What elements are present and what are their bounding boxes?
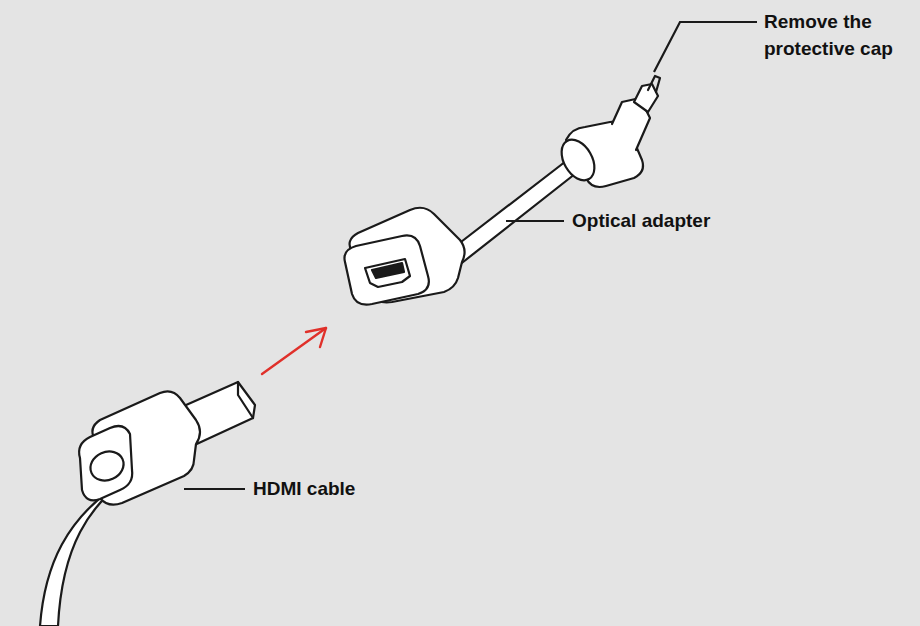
- optical-tip: [648, 76, 660, 92]
- hdmi-port: [365, 259, 410, 287]
- part-label: Optical adapter: [572, 207, 710, 234]
- adapter-face: [344, 235, 428, 304]
- leader-line: [654, 22, 757, 72]
- insert-arrow: [262, 328, 326, 374]
- cable-entry: [86, 446, 128, 485]
- part-label: Remove the protective cap: [764, 8, 916, 62]
- barrel-end: [555, 134, 601, 186]
- plug-tip-edge: [238, 382, 253, 418]
- plug-face: [79, 426, 132, 500]
- leader-line: [184, 488, 245, 490]
- leader-line: [506, 220, 564, 222]
- port-pins: [372, 263, 404, 278]
- adapter-cable: [448, 158, 580, 266]
- protective-cap: [634, 84, 658, 112]
- part-label: HDMI cable: [253, 475, 355, 502]
- arrow-head: [306, 328, 326, 347]
